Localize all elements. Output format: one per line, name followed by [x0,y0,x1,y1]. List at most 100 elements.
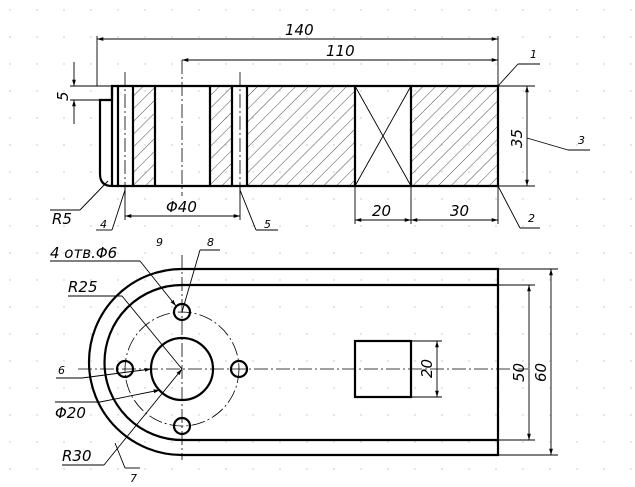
grid-dot [36,441,38,443]
grid-dot [306,468,308,470]
grid-dot [495,252,497,254]
grid-dot [630,225,632,227]
grid-dot [279,279,281,281]
grid-dot [522,252,524,254]
holes-note-label: 4 отв.Φ6 [50,244,117,262]
dim-50-label: 50 [510,363,528,382]
small-hole-circle-label: Φ20 [55,404,86,422]
small-hole-top [172,302,192,322]
grid-dot [9,441,11,443]
grid-dot [279,306,281,308]
grid-dot [414,387,416,389]
grid-dot [171,387,173,389]
grid-dot [225,306,227,308]
grid-dot [36,9,38,11]
grid-dot [90,171,92,173]
grid-dot [549,387,551,389]
grid-dot [144,9,146,11]
grid-dot [171,171,173,173]
grid-dot [117,279,119,281]
grid-dot [549,279,551,281]
grid-dot [9,171,11,173]
grid-dot [90,90,92,92]
grid-dot [522,414,524,416]
grid-dot [225,414,227,416]
grid-dot [63,144,65,146]
grid-dot [36,225,38,227]
grid-dot [279,414,281,416]
grid-dot [522,9,524,11]
grid-dot [306,441,308,443]
grid-dot [252,360,254,362]
grid-dot [603,198,605,200]
grid-dot [333,414,335,416]
small-hole-left [115,359,135,379]
grid-dot [603,252,605,254]
grid-dot [630,90,632,92]
grid-dot [360,414,362,416]
grid-dot [144,225,146,227]
grid-dot [549,441,551,443]
grid-dot [522,279,524,281]
grid-dot [522,441,524,443]
grid-dot [306,387,308,389]
grid-dot [90,36,92,38]
grid-dot [63,441,65,443]
dim-5-label: 5 [54,91,72,101]
grid-dot [63,306,65,308]
grid-dot [306,414,308,416]
section-hatch-middle [210,86,232,186]
grid-dot [144,333,146,335]
grid-dot [576,333,578,335]
grid-dot [576,360,578,362]
grid-dot [171,360,173,362]
grid-dot [333,198,335,200]
grid-dot [333,387,335,389]
grid-dot [252,279,254,281]
grid-dot [63,468,65,470]
grid-dot [360,279,362,281]
grid-dot [36,117,38,119]
grid-dot [603,144,605,146]
grid-dot [603,9,605,11]
grid-dot [63,279,65,281]
grid-dot [63,252,65,254]
grid-dot [279,441,281,443]
grid-dot [360,333,362,335]
grid-dot [171,144,173,146]
grid-dot [144,360,146,362]
grid-dot [360,198,362,200]
grid-dot [9,360,11,362]
grid-dot [63,36,65,38]
dim-phi40-label: Φ40 [166,198,197,216]
grid-dot [225,387,227,389]
grid-dot [144,441,146,443]
grid-dot [630,36,632,38]
grid-dot [441,279,443,281]
grid-dot [198,117,200,119]
grid-dot [441,468,443,470]
grid-dot [198,90,200,92]
grid-dot [630,117,632,119]
grid-dot [198,36,200,38]
grid-dot [63,225,65,227]
grid-dot [441,198,443,200]
grid-dot [414,414,416,416]
grid-dot [549,63,551,65]
grid-dot [576,144,578,146]
grid-dot [522,117,524,119]
grid-dot [576,198,578,200]
grid-dot [603,36,605,38]
grid-dot [171,279,173,281]
grid-dot [36,198,38,200]
grid-dot [576,441,578,443]
grid-dot [630,144,632,146]
grid-dot [90,468,92,470]
small-hole-bottom [172,416,192,436]
grid-dot [603,225,605,227]
grid-dot [63,333,65,335]
grid-dot [468,306,470,308]
grid-dot [279,252,281,254]
grid-dot [522,36,524,38]
grid-dot [117,306,119,308]
